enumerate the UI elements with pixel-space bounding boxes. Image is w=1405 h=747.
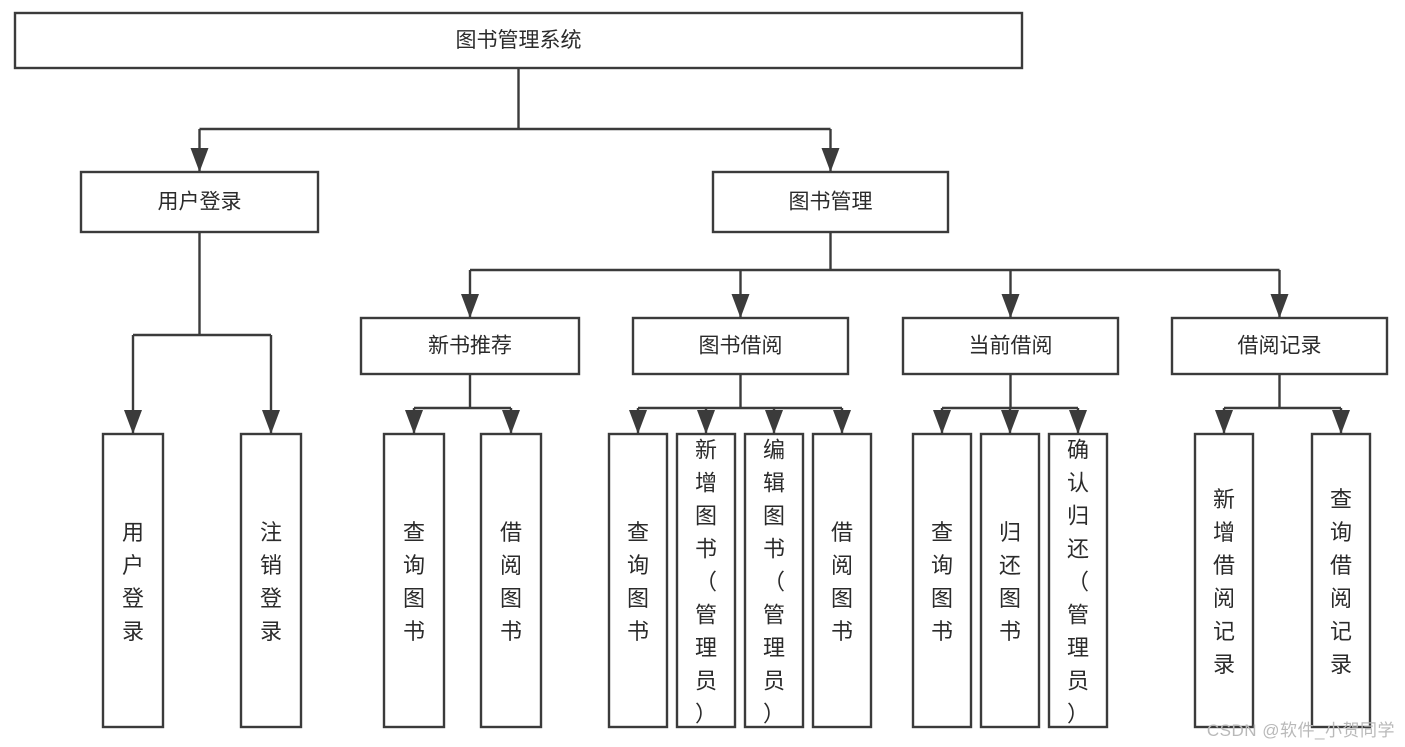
- node-label-query-book-3: 查询图书: [931, 520, 953, 644]
- watermark-label: CSDN @软件_小贺同学: [1206, 721, 1395, 740]
- arrow-head-icon-confirm-return: [1069, 410, 1087, 434]
- node-label-borrow-record: 借阅记录: [1238, 335, 1322, 358]
- arrow-head-icon-add-book: [697, 410, 715, 434]
- node-box-borrow-book-1: [479, 432, 543, 729]
- node-confirm-return[interactable]: 确认归还（管理员）: [1047, 432, 1109, 729]
- node-box-user-logout: [239, 432, 303, 729]
- arrow-head-icon-user-logout: [262, 410, 280, 434]
- node-label-borrow-book-1: 借阅图书: [500, 520, 522, 644]
- node-label-query-borrow-record: 查询借阅记录: [1330, 487, 1352, 677]
- arrow-head-icon-new-book-recommend: [461, 294, 479, 318]
- arrow-head-icon-query-book-3: [933, 410, 951, 434]
- node-box-edit-book: [743, 432, 805, 729]
- node-box-return-book: [979, 432, 1041, 729]
- node-user-login-do[interactable]: 用户登录: [101, 432, 165, 729]
- node-label-current-borrow: 当前借阅: [969, 335, 1053, 358]
- node-borrow-book-2[interactable]: 借阅图书: [811, 432, 873, 729]
- node-label-confirm-return: 确认归还（管理员）: [1067, 438, 1089, 727]
- node-book-borrow[interactable]: 图书借阅: [631, 316, 850, 376]
- node-user-login[interactable]: 用户登录: [79, 170, 320, 234]
- node-box-query-book-1: [382, 432, 446, 729]
- node-box-query-book-3: [911, 432, 973, 729]
- node-current-borrow[interactable]: 当前借阅: [901, 316, 1120, 376]
- node-borrow-book-1[interactable]: 借阅图书: [479, 432, 543, 729]
- node-query-book-2[interactable]: 查询图书: [607, 432, 669, 729]
- node-label-borrow-book-2: 借阅图书: [831, 520, 853, 644]
- node-edit-book[interactable]: 编辑图书（管理员）: [743, 432, 805, 729]
- node-box-current-borrow: [901, 316, 1120, 376]
- arrow-head-icon-borrow-book-2: [833, 410, 851, 434]
- node-label-return-book: 归还图书: [999, 520, 1021, 644]
- node-box-add-book: [675, 432, 737, 729]
- arrow-head-icon-borrow-record: [1270, 294, 1289, 318]
- arrow-head-icon-book-manage: [821, 148, 840, 172]
- node-query-book-3[interactable]: 查询图书: [911, 432, 973, 729]
- node-layer: 图书管理系统用户登录用户登录注销登录图书管理新书推荐查询图书借阅图书图书借阅查询…: [13, 11, 1389, 729]
- arrow-head-icon-query-borrow-record: [1332, 410, 1350, 434]
- node-label-add-book: 新增图书（管理员）: [695, 438, 717, 727]
- node-box-root: [13, 11, 1024, 70]
- node-box-confirm-return: [1047, 432, 1109, 729]
- connector-layer: [124, 68, 1350, 434]
- node-label-book-borrow: 图书借阅: [699, 335, 783, 358]
- node-box-user-login: [79, 170, 320, 234]
- arrow-head-icon-add-borrow-record: [1215, 410, 1233, 434]
- node-label-book-manage: 图书管理: [789, 191, 873, 214]
- node-new-book-recommend[interactable]: 新书推荐: [359, 316, 581, 376]
- arrow-head-icon-book-borrow: [731, 294, 750, 318]
- node-box-book-borrow: [631, 316, 850, 376]
- arrow-head-icon-borrow-book-1: [502, 410, 520, 434]
- node-box-book-manage: [711, 170, 950, 234]
- node-query-borrow-record[interactable]: 查询借阅记录: [1310, 432, 1372, 729]
- node-label-root: 图书管理系统: [456, 29, 582, 52]
- arrow-head-icon-user-login: [190, 148, 209, 172]
- node-root[interactable]: 图书管理系统: [13, 11, 1024, 70]
- arrow-head-icon-query-book-2: [629, 410, 647, 434]
- node-label-user-login-do: 用户登录: [122, 520, 144, 644]
- node-return-book[interactable]: 归还图书: [979, 432, 1041, 729]
- node-box-borrow-record: [1170, 316, 1389, 376]
- node-box-add-borrow-record: [1193, 432, 1255, 729]
- node-add-borrow-record[interactable]: 新增借阅记录: [1193, 432, 1255, 729]
- node-label-query-book-1: 查询图书: [403, 520, 425, 644]
- arrow-head-icon-return-book: [1001, 410, 1019, 434]
- node-label-user-logout: 注销登录: [260, 520, 282, 644]
- node-box-new-book-recommend: [359, 316, 581, 376]
- node-query-book-1[interactable]: 查询图书: [382, 432, 446, 729]
- node-label-edit-book: 编辑图书（管理员）: [763, 438, 785, 727]
- node-label-query-book-2: 查询图书: [627, 520, 649, 644]
- arrow-head-icon-query-book-1: [405, 410, 423, 434]
- arrow-head-icon-current-borrow: [1001, 294, 1020, 318]
- node-box-user-login-do: [101, 432, 165, 729]
- node-book-manage[interactable]: 图书管理: [711, 170, 950, 234]
- node-borrow-record[interactable]: 借阅记录: [1170, 316, 1389, 376]
- arrow-head-icon-user-login-do: [124, 410, 142, 434]
- node-box-query-book-2: [607, 432, 669, 729]
- node-add-book[interactable]: 新增图书（管理员）: [675, 432, 737, 729]
- node-box-query-borrow-record: [1310, 432, 1372, 729]
- node-label-user-login: 用户登录: [158, 191, 242, 214]
- node-box-borrow-book-2: [811, 432, 873, 729]
- arrow-head-icon-edit-book: [765, 410, 783, 434]
- node-label-add-borrow-record: 新增借阅记录: [1213, 487, 1235, 677]
- node-label-new-book-recommend: 新书推荐: [428, 335, 512, 358]
- node-user-logout[interactable]: 注销登录: [239, 432, 303, 729]
